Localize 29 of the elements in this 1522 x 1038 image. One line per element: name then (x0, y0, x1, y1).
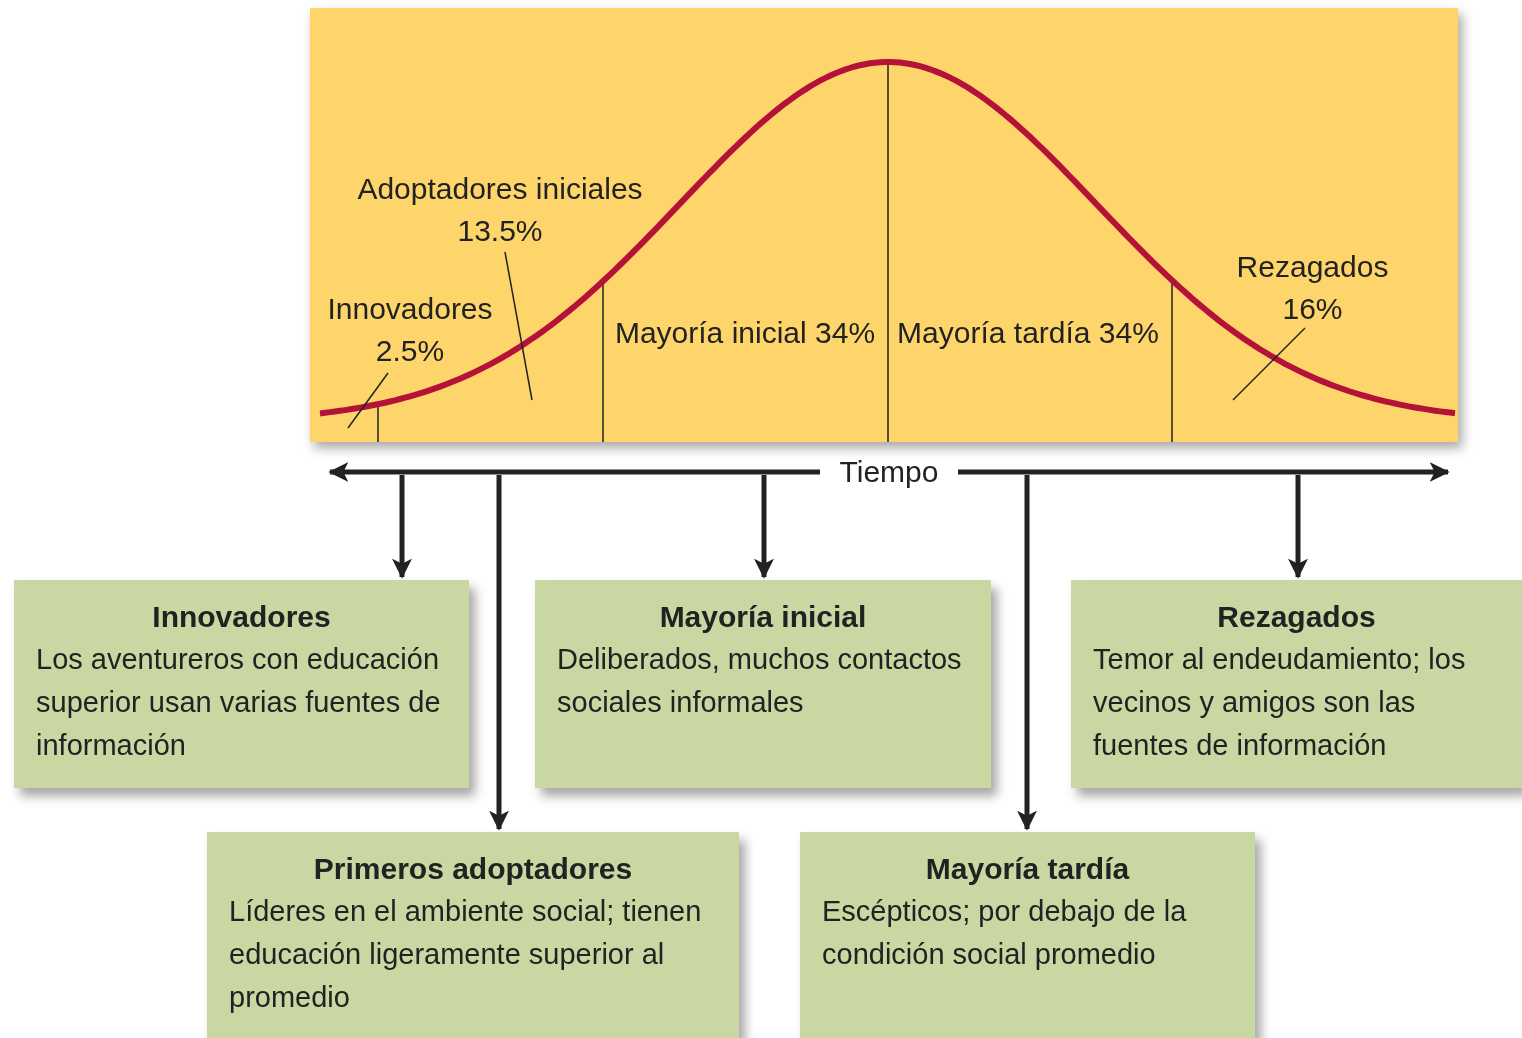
box-description: Los aventureros con educación superior usan varias fuentes de información (36, 642, 442, 763)
box-heading: Mayoría inicial (658, 599, 868, 635)
box-description: Deliberados, muchos contactos sociales informales (557, 642, 963, 720)
box-description: Temor al endeudamiento; los vecinos y amigos son las fuentes de información (1093, 642, 1467, 763)
description-box (14, 580, 469, 788)
box-description: Líderes en el ambiente social; tienen educación ligeramente superior al promedio (229, 894, 703, 1015)
leader-line (504, 251, 533, 401)
arrow (489, 475, 509, 831)
leader-line (1232, 327, 1306, 401)
description-box (207, 832, 739, 1038)
segment-label: Mayoría inicial 34% (613, 315, 877, 351)
arrow (1017, 475, 1037, 831)
description-box (1071, 580, 1522, 788)
description-box (800, 832, 1255, 1038)
box-description: Escépticos; por debajo de la condición social promedio (822, 894, 1188, 972)
box-heading: Primeros adoptadores (312, 851, 634, 887)
description-box (535, 580, 991, 788)
leader-line (347, 372, 389, 429)
segment-label: Innovadores 2.5% (310, 288, 510, 372)
box-heading: Innovadores (151, 599, 332, 635)
box-heading: Mayoría tardía (924, 851, 1131, 887)
axis-label: Tiempo (838, 454, 940, 490)
segment-label: Adoptadores iniciales 13.5% (330, 168, 670, 252)
arrow (392, 475, 412, 579)
segment-label: Rezagados 16% (1205, 246, 1420, 330)
arrow (1288, 475, 1308, 579)
segment-label: Mayoría tardía 34% (896, 315, 1160, 351)
arrow (754, 475, 774, 579)
box-heading: Rezagados (1216, 599, 1377, 635)
